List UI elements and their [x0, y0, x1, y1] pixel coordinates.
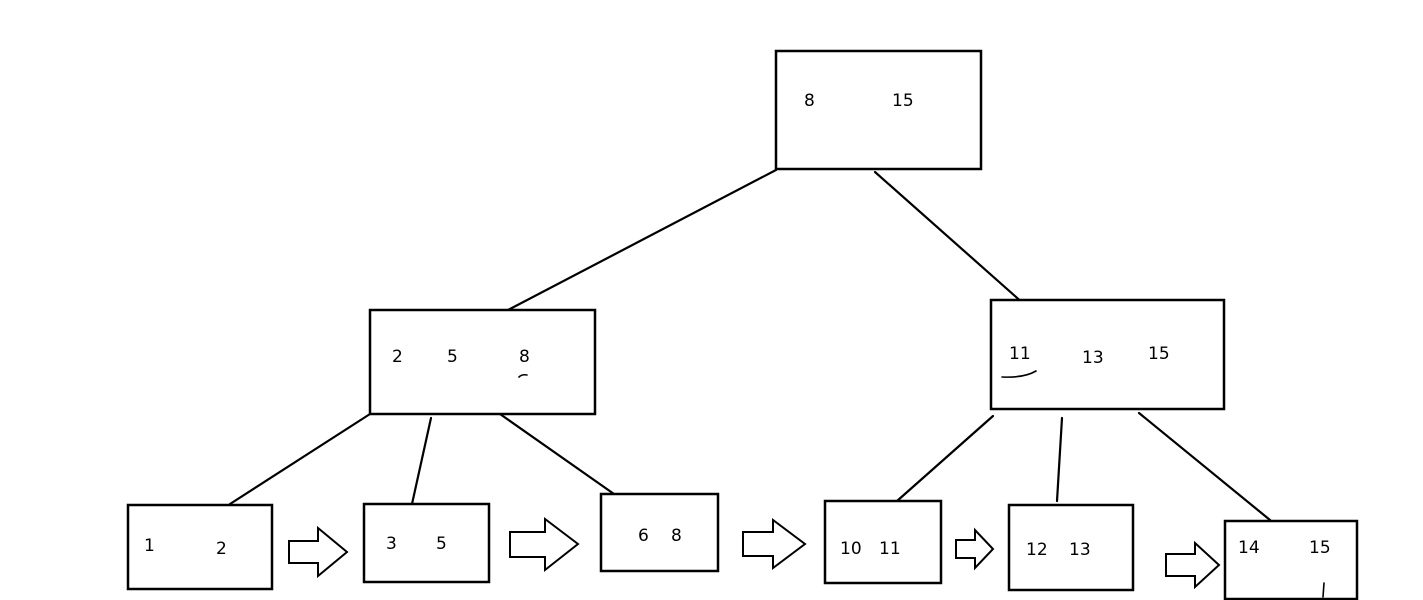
- edge-left-leaf3: [498, 412, 616, 496]
- leaf-node-6: 14 15: [1223, 519, 1359, 600]
- arrow-right-icon: [288, 525, 349, 579]
- leaf-node-5: 12 13: [1007, 503, 1135, 592]
- leaf-key: 10: [840, 539, 862, 559]
- node-key: 15: [1148, 344, 1170, 364]
- underline-mark: [1001, 370, 1037, 378]
- arrow-right-icon: [742, 518, 807, 570]
- leaf-key: 3: [386, 534, 397, 554]
- arrow-right-icon: [955, 527, 995, 571]
- internal-node-left: 2 5 8: [368, 308, 597, 416]
- root-node: 8 15: [774, 49, 983, 171]
- root-key: 8: [804, 91, 815, 111]
- leaf-key: 11: [879, 539, 901, 559]
- leaf-key: 15: [1309, 538, 1331, 558]
- edge-left-leaf1: [228, 412, 372, 506]
- edge-root-right: [873, 170, 1035, 314]
- arrow-right-icon: [509, 516, 580, 573]
- underline-mark: [518, 373, 528, 378]
- node-key: 8: [519, 347, 530, 367]
- leaf-node-4: 10 11: [823, 499, 943, 585]
- leaf-key: 12: [1026, 540, 1048, 560]
- root-key: 15: [892, 91, 914, 111]
- leaf-node-2: 3 5: [362, 502, 491, 584]
- edge-root-left: [506, 168, 778, 312]
- arrow-right-icon: [1165, 540, 1221, 590]
- pen-mark: [1322, 582, 1325, 598]
- edge-right-leaf6: [1137, 411, 1272, 522]
- internal-node-right: 11 13 15: [989, 298, 1226, 411]
- leaf-key: 8: [671, 526, 682, 546]
- leaf-key: 13: [1069, 540, 1091, 560]
- leaf-key: 1: [144, 536, 155, 556]
- node-key: 5: [447, 347, 458, 367]
- leaf-node-3: 6 8: [599, 492, 720, 573]
- leaf-key: 5: [436, 534, 447, 554]
- leaf-node-1: 1 2: [126, 503, 274, 591]
- node-key: 2: [392, 347, 403, 367]
- leaf-key: 2: [216, 539, 227, 559]
- node-key: 11: [1009, 344, 1031, 364]
- edge-right-leaf4: [895, 414, 995, 503]
- edge-left-leaf2: [410, 416, 433, 506]
- leaf-key: 6: [638, 526, 649, 546]
- edge-right-leaf5: [1055, 416, 1064, 503]
- node-key: 13: [1082, 348, 1104, 368]
- leaf-key: 14: [1238, 538, 1260, 558]
